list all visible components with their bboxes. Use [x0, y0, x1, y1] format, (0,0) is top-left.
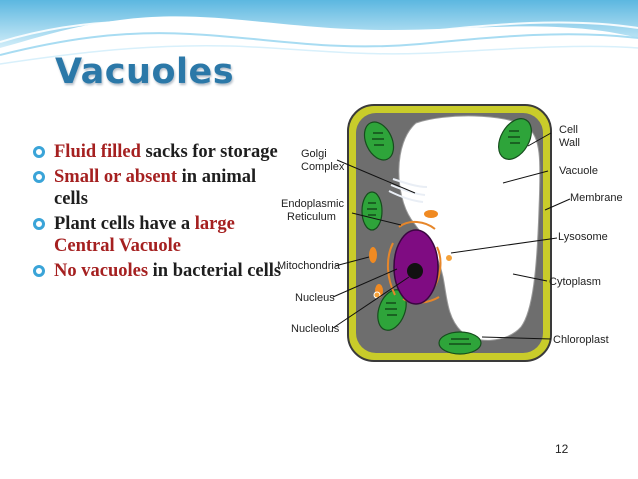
bullet-text: sacks for storage	[140, 142, 278, 162]
bullet-ring-icon	[33, 171, 45, 183]
label-golgi: Golgi	[301, 148, 327, 160]
label-cell-wall: Wall	[559, 137, 580, 149]
bullet-text: Plant cells have a	[54, 214, 195, 234]
bullet-highlight: large Central Vacuole	[54, 214, 235, 256]
chloroplasts	[361, 118, 532, 355]
label-nucleolus: Nucleolus	[291, 323, 340, 335]
nucleolus	[407, 263, 423, 279]
bullet-list: Fluid filled sacks for storage Small or …	[33, 141, 284, 285]
label-chloroplast: Chloroplast	[553, 334, 609, 346]
golgi-complex	[388, 178, 428, 203]
bullet-item: No vacuoles in bacterial cells	[33, 260, 284, 282]
slide-title: Vacuoles	[55, 52, 235, 92]
label-golgi: Complex	[301, 161, 345, 173]
bullet-item: Plant cells have a large Central Vacuole	[33, 213, 284, 257]
mitochondria	[369, 210, 438, 298]
bullet-text: in animal cells	[54, 167, 257, 209]
label-cell-wall: Cell	[559, 124, 578, 136]
label-er: Reticulum	[287, 211, 336, 223]
bullet-highlight: Fluid filled	[54, 142, 141, 162]
bullet-item: Fluid filled sacks for storage	[33, 141, 284, 163]
label-nucleus: Nucleus	[295, 292, 335, 304]
label-vacuole: Vacuole	[559, 165, 598, 177]
bullet-ring-icon	[33, 146, 45, 158]
bullet-ring-icon	[33, 218, 45, 230]
page-number: 12	[555, 442, 569, 456]
bullet-highlight: No vacuoles	[54, 261, 149, 281]
bullet-highlight: Small or absent	[54, 167, 178, 187]
label-lysosome: Lysosome	[558, 231, 608, 243]
bullet-ring-icon	[33, 265, 45, 277]
header-waves-decoration	[0, 0, 638, 65]
bullet-text: in bacterial cells	[148, 261, 282, 281]
bullet-item: Small or absent in animal cells	[33, 166, 284, 210]
label-leaders	[332, 132, 571, 340]
label-er: Endoplasmic	[281, 198, 344, 210]
plant-cell-diagram: Cell Wall Golgi Complex Vacuole Membrane…	[277, 104, 623, 362]
label-membrane: Membrane	[570, 192, 623, 204]
label-mitochondria: Mitochondria	[277, 260, 341, 272]
label-cytoplasm: Cytoplasm	[549, 276, 601, 288]
